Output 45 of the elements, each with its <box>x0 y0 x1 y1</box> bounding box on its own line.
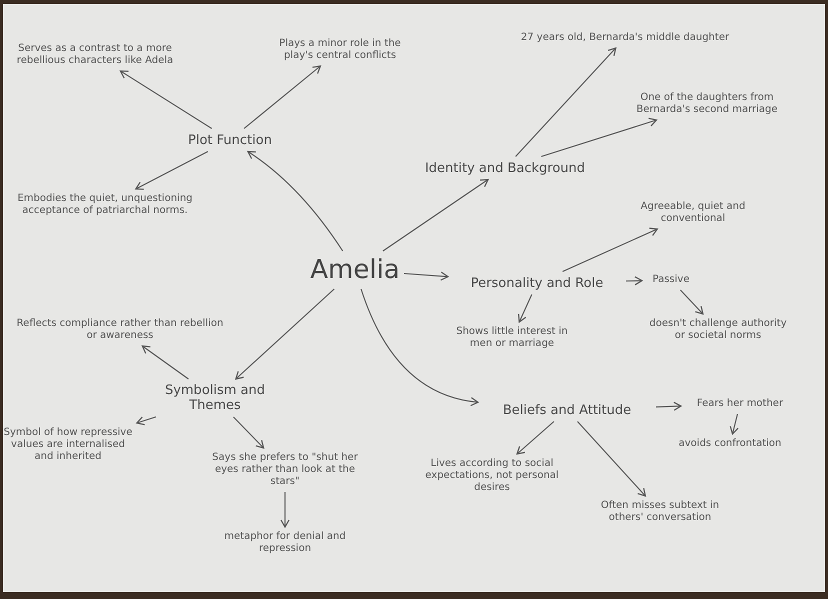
arrow <box>626 276 643 286</box>
note-text: Lives according to social expectations, not personal desires <box>417 458 567 494</box>
branch-topic: Identity and Background <box>400 160 610 176</box>
arrow <box>562 228 658 272</box>
note-text: metaphor for denial and repression <box>215 531 355 555</box>
arrow <box>235 288 335 380</box>
note-text: Symbol of how repressive values are internalised and inherited <box>3 427 133 463</box>
arrow <box>120 70 212 129</box>
arrow <box>730 414 739 435</box>
arrow <box>516 421 554 455</box>
note-text: Agreeable, quiet and conventional <box>613 201 773 225</box>
arrow <box>680 290 704 315</box>
note-text: Embodies the quiet, unquestioning acceptance of patriarchal norms. <box>10 193 200 217</box>
arrow <box>382 178 489 252</box>
arrow <box>244 65 322 129</box>
arrow <box>656 402 682 411</box>
central-topic: Amelia <box>310 255 400 285</box>
arrow <box>142 345 189 380</box>
arrow <box>515 47 616 157</box>
arrow <box>233 416 264 449</box>
arrow <box>280 492 290 528</box>
note-text: Serves as a contrast to a more rebellious characters like Adela <box>10 43 180 67</box>
branch-topic: Plot Function <box>170 132 290 148</box>
arrow <box>541 118 658 158</box>
note-text: doesn't challenge authority or societal norms <box>643 318 793 342</box>
arrow <box>135 151 208 190</box>
arrow <box>577 421 646 497</box>
note-text: Shows little interest in men or marriage <box>447 326 577 350</box>
note-text: Fears her mother <box>685 398 795 410</box>
note-text: 27 years old, Bernarda's middle daughter <box>490 32 760 44</box>
note-text: Passive <box>646 274 696 286</box>
note-text: Plays a minor role in the play's central conflicts <box>265 38 415 62</box>
note-text: Says she prefers to "shut her eyes rather than look at the stars" <box>202 452 368 488</box>
note-text: Often misses subtext in others' conversation <box>585 500 735 524</box>
note-text: avoids confrontation <box>675 438 785 450</box>
note-text: One of the daughters from Bernarda's second marriage <box>617 92 797 116</box>
arrow <box>518 294 532 323</box>
branch-topic: Beliefs and Attitude <box>482 402 652 418</box>
branch-topic: Personality and Role <box>452 276 622 290</box>
branch-topic: Symbolism and Themes <box>160 383 270 413</box>
note-text: Reflects compliance rather than rebellion or awareness <box>10 318 230 342</box>
arrow <box>247 150 344 252</box>
arrow <box>404 272 449 281</box>
arrow <box>360 288 479 406</box>
arrow <box>136 416 156 426</box>
